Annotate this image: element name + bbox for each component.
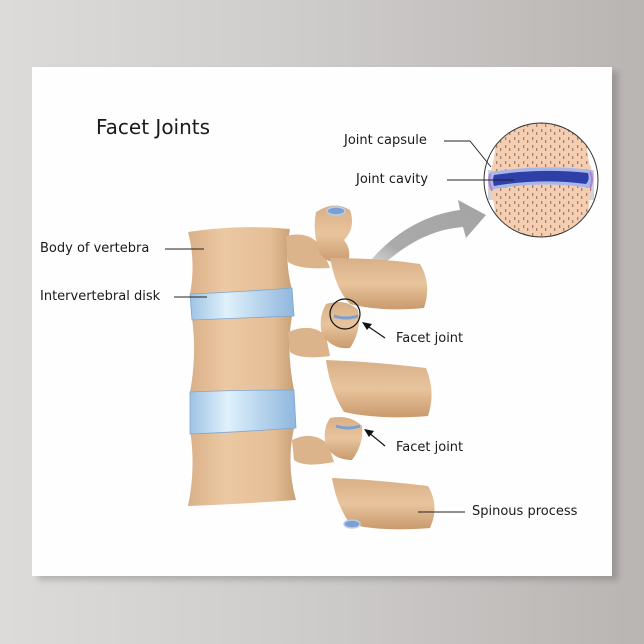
diagram-title: Facet Joints — [96, 115, 211, 139]
intervertebral-disk-2 — [189, 389, 297, 435]
vertebra-body-1 — [188, 227, 292, 295]
label-facet-joint-upper: Facet joint — [396, 331, 464, 346]
spinous-process-3 — [332, 478, 435, 530]
facet-joint-2-cartilage — [335, 424, 361, 430]
superior-process-top — [314, 205, 352, 263]
arrow-facet-lower — [364, 429, 386, 447]
vertebra-body-3 — [188, 428, 296, 506]
spinous-process-2 — [326, 360, 432, 418]
arrow-facet-upper — [362, 322, 386, 339]
label-intervertebral-disk: Intervertebral disk — [40, 289, 161, 304]
facet-joint-highlight-circle — [329, 298, 361, 330]
leader-capsule — [444, 140, 492, 168]
spinous-process-1 — [330, 258, 428, 310]
joint-inset — [484, 123, 598, 237]
facet-joint-1-cartilage — [333, 314, 359, 320]
label-body-of-vertebra: Body of vertebra — [40, 241, 150, 256]
label-spinous-process: Spinous process — [472, 504, 578, 519]
magnify-arrow — [352, 200, 486, 290]
vertebra-body-2 — [190, 315, 294, 392]
label-joint-cavity: Joint cavity — [356, 172, 429, 187]
label-joint-capsule: Joint capsule — [344, 133, 427, 148]
intervertebral-disk-1 — [189, 287, 295, 321]
label-facet-joint-lower: Facet joint — [396, 440, 464, 455]
